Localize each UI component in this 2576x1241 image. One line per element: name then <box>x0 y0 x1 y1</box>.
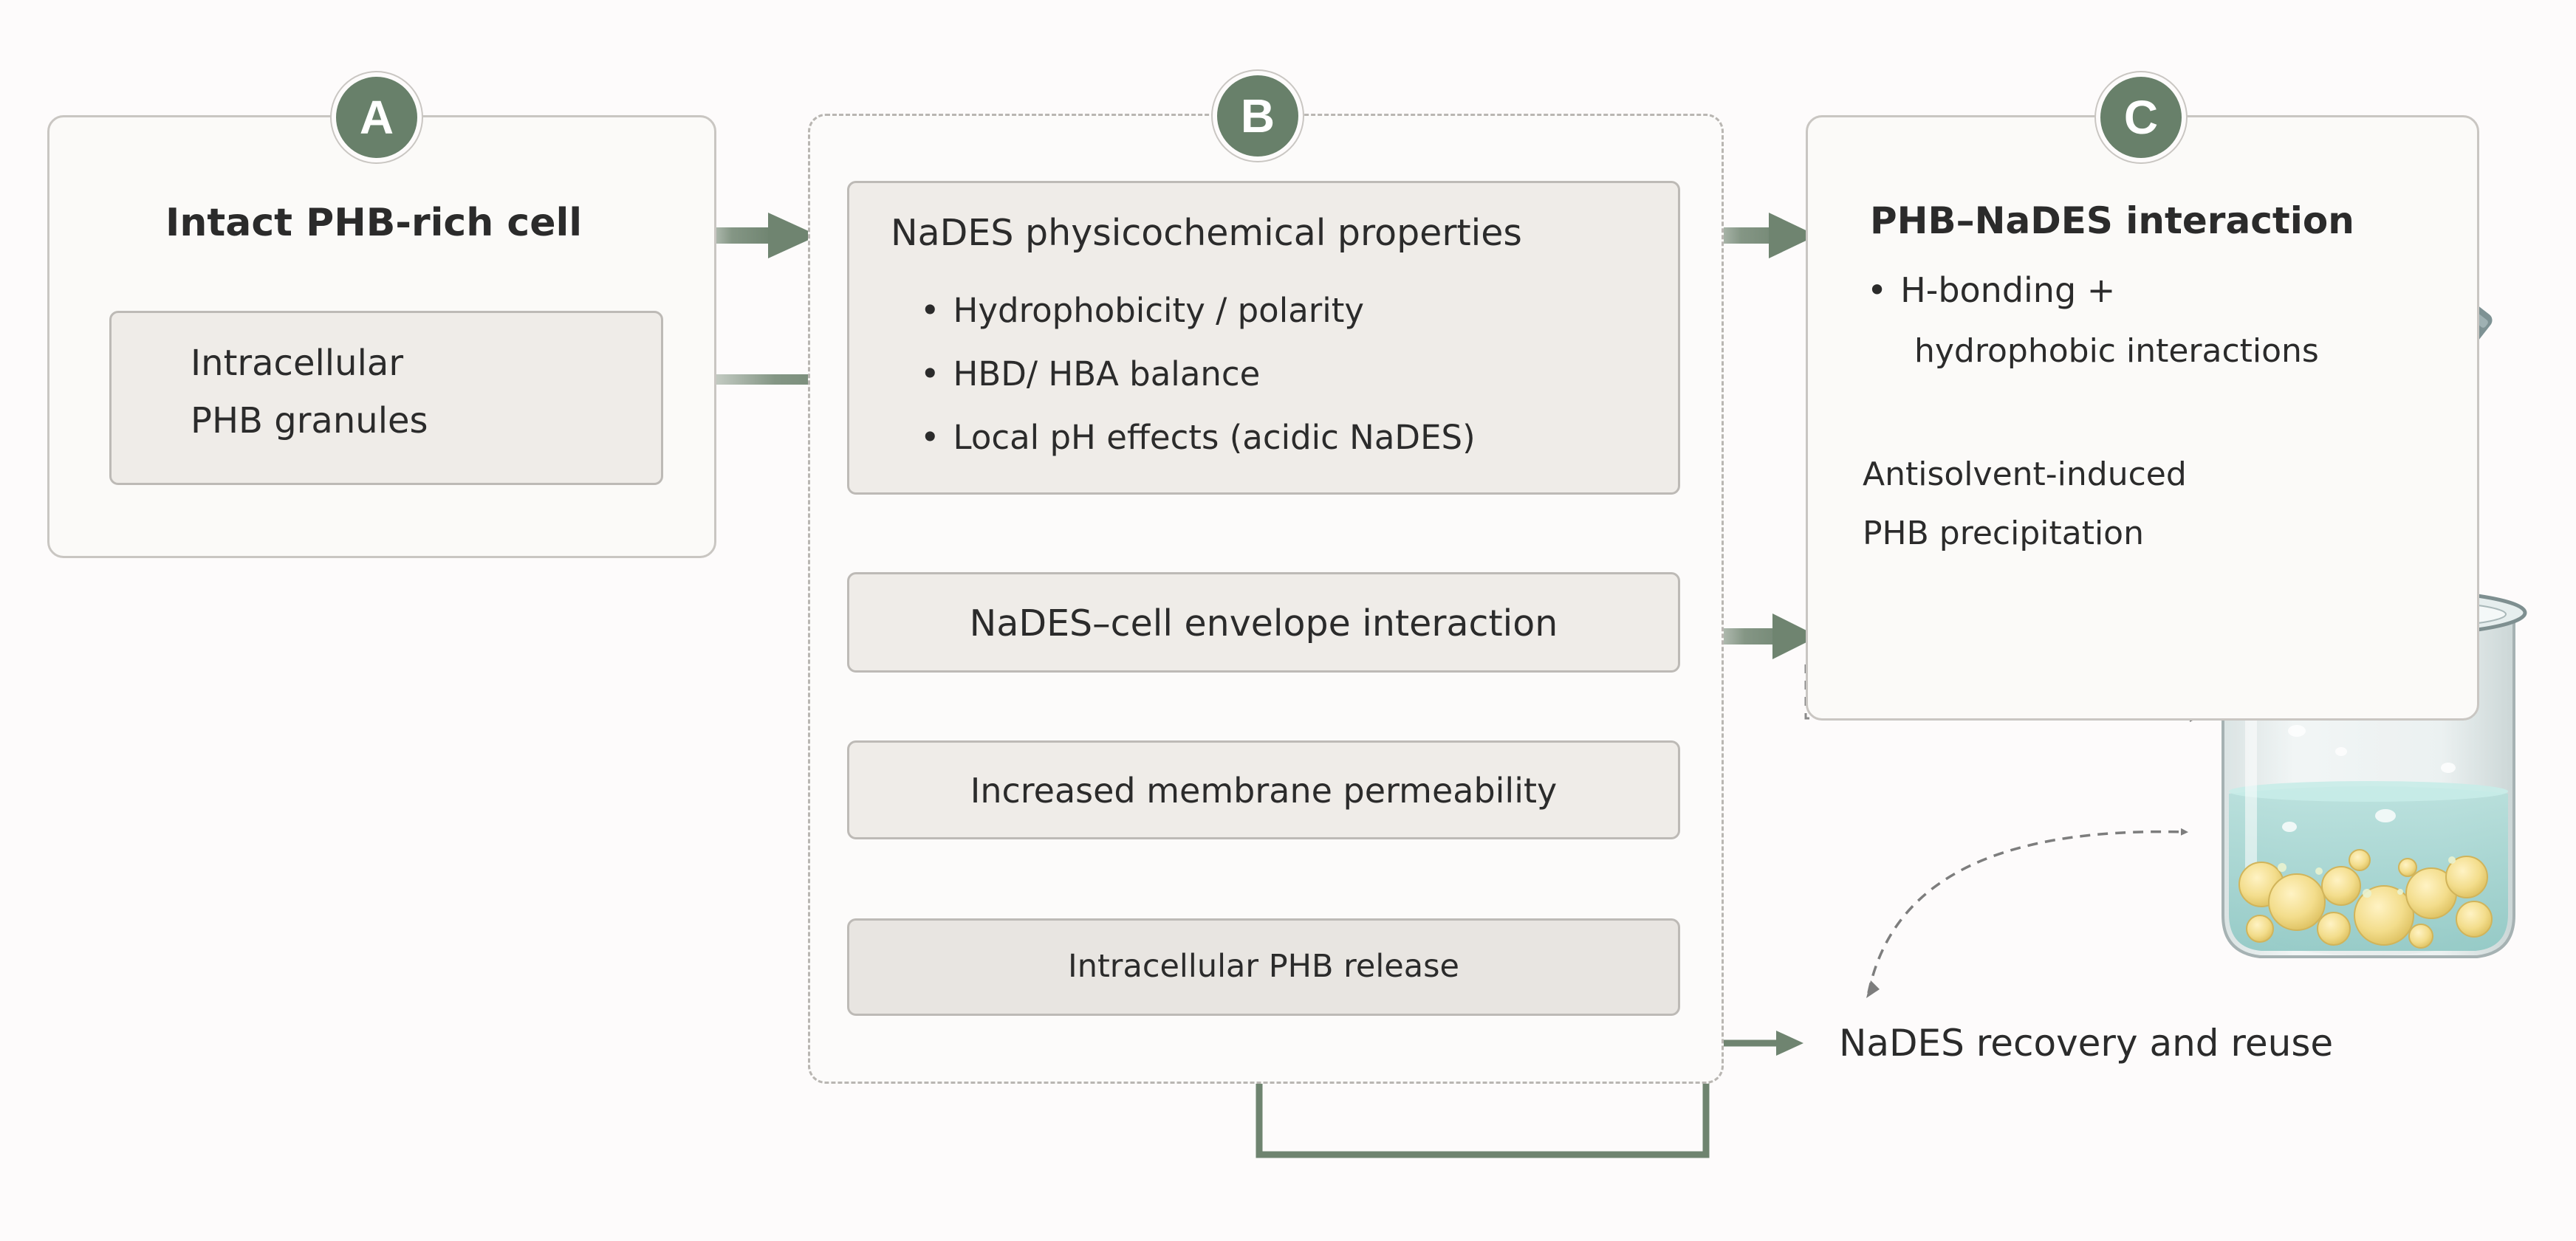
granules-box <box>109 311 663 485</box>
badge-a: A <box>332 72 422 162</box>
precipitation-line2: PHB precipitation <box>1863 515 2144 552</box>
panel-c-bullet-line2: hydrophobic interactions <box>1914 332 2319 370</box>
property-bullet-2: HBD/ HBA balance <box>920 354 1261 393</box>
precipitated-phb-granules <box>2238 849 2493 949</box>
property-bullet-1: Hydrophobicity / polarity <box>920 291 1365 330</box>
permeability-box <box>847 740 1680 839</box>
release-box <box>847 918 1680 1016</box>
release-label: Intracellular PHB release <box>1068 948 1459 985</box>
granules-label-line1: Intracellular <box>191 343 404 384</box>
envelope-box <box>847 572 1680 673</box>
panel-a-title: Intact PHB-rich cell <box>165 201 583 245</box>
properties-title: NaDES physicochemical properties <box>891 212 1522 254</box>
panel-c-bullet-line1: H-bonding + <box>1867 270 2115 310</box>
permeability-label: Increased membrane permeability <box>970 771 1558 811</box>
property-bullet-3: Local pH effects (acidic NaDES) <box>920 418 1476 457</box>
dashed-recovery-beaker-cycle <box>1867 828 2188 994</box>
panel-c <box>1806 115 2479 721</box>
envelope-label: NaDES–cell envelope interaction <box>969 602 1558 644</box>
granules-label-line2: PHB granules <box>191 400 428 441</box>
dashed-recovery-cycle-tail <box>1866 980 1880 998</box>
precipitation-line1: Antisolvent-induced <box>1863 456 2193 493</box>
panel-c-title: PHB–NaDES interaction <box>1870 199 2354 242</box>
arrow-release-to-recovery <box>1256 1017 1780 1158</box>
arrow-release-to-recovery-head <box>1776 1031 1803 1056</box>
recovery-label: NaDES recovery and reuse <box>1839 1022 2334 1065</box>
badge-c: C <box>2096 72 2186 162</box>
badge-b: B <box>1213 71 1303 161</box>
